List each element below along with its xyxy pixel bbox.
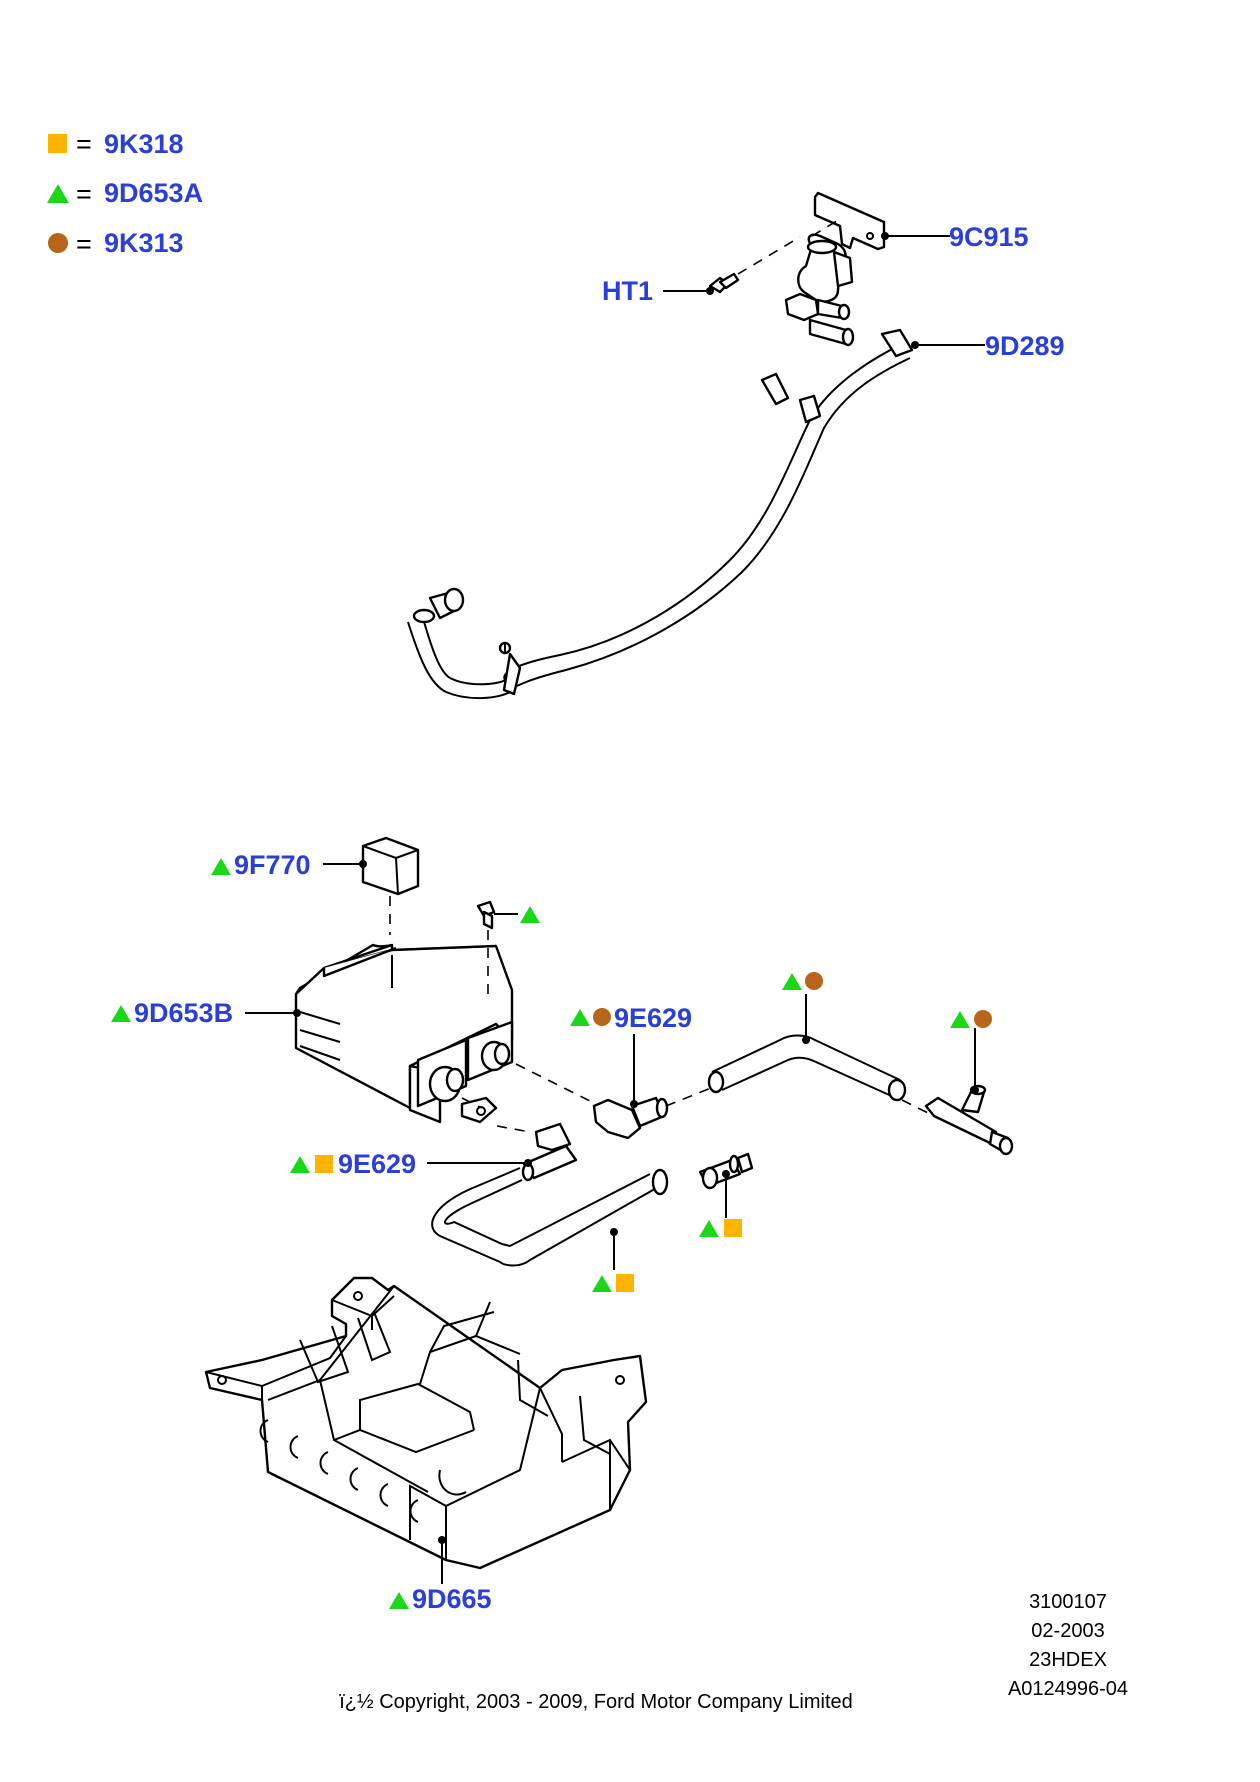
canister-tray <box>204 1276 648 1570</box>
triangle-icon <box>950 1011 970 1028</box>
legend-square-icon <box>48 134 67 153</box>
legend-triangle-icon <box>47 184 69 203</box>
circle-icon <box>974 1010 992 1028</box>
label-9e629-lower: 9E629 <box>338 1149 416 1179</box>
copyright-text: ï¿½ Copyright, 2003 - 2009, Ford Motor C… <box>339 1691 853 1713</box>
triangle-icon <box>570 1009 590 1026</box>
canister-assembly <box>204 836 1014 1570</box>
legend-eq: = <box>76 229 92 259</box>
label-group-9e629-lower: 9E629 <box>290 1149 416 1179</box>
triangle-icon <box>211 858 231 875</box>
label-9c915: 9C915 <box>949 222 1029 252</box>
label-group-9d665: 9D665 <box>389 1584 492 1614</box>
circle-icon <box>593 1008 611 1026</box>
label-9d665: 9D665 <box>412 1584 492 1614</box>
doc-code: 23HDEX <box>1029 1649 1107 1671</box>
doc-id: A0124996-04 <box>1008 1678 1128 1700</box>
label-group-9e629-upper: 9E629 <box>570 1003 692 1033</box>
doc-number: 3100107 <box>1029 1591 1107 1613</box>
label-group-9d653b: 9D653B <box>111 998 233 1028</box>
marker-group-vent-hose <box>782 972 823 990</box>
triangle-icon <box>290 1156 310 1173</box>
triangle-icon <box>699 1220 719 1237</box>
triangle-icon <box>592 1275 612 1292</box>
elbow-connector-upper <box>592 1098 642 1140</box>
legend-code-9d653a: 9D653A <box>104 178 203 208</box>
marker-group-inline-fitting <box>699 1219 742 1237</box>
purge-valve-assembly <box>407 191 914 700</box>
triangle-icon <box>782 973 802 990</box>
triangle-icon <box>389 1592 409 1609</box>
label-9d289: 9D289 <box>985 331 1065 361</box>
square-icon <box>315 1155 333 1173</box>
legend-code-9k313: 9K313 <box>104 228 184 258</box>
triangle-icon <box>520 906 540 923</box>
tee-connector <box>924 1096 998 1146</box>
canister-hose <box>431 1167 661 1267</box>
doc-date: 02-2003 <box>1031 1620 1104 1642</box>
circle-icon <box>805 972 823 990</box>
label-9f770: 9F770 <box>234 850 311 880</box>
label-group-9f770: 9F770 <box>211 850 311 880</box>
vent-hose <box>711 1034 901 1081</box>
label-ht1: HT1 <box>602 276 653 306</box>
label-9d653b: 9D653B <box>134 998 233 1028</box>
purge-hose <box>422 344 901 686</box>
legend-eq: = <box>76 179 92 209</box>
canister-bolt <box>476 900 496 918</box>
leaders-lower <box>245 860 979 1584</box>
marker-group-canister-hose <box>592 1274 634 1292</box>
marker-group-tee <box>950 1010 992 1028</box>
legend: = 9K318 = 9D653A = 9K313 <box>47 129 203 259</box>
canister-filter <box>361 836 420 896</box>
leaders-upper <box>663 232 985 349</box>
doc-info: 3100107 02-2003 23HDEX A0124996-04 <box>1008 1591 1128 1700</box>
square-icon <box>724 1219 742 1237</box>
square-icon <box>616 1274 634 1292</box>
triangle-icon <box>111 1005 131 1022</box>
label-9e629-upper: 9E629 <box>614 1003 692 1033</box>
legend-eq: = <box>76 129 92 159</box>
legend-code-9k318: 9K318 <box>104 129 184 159</box>
legend-circle-icon <box>48 233 68 253</box>
